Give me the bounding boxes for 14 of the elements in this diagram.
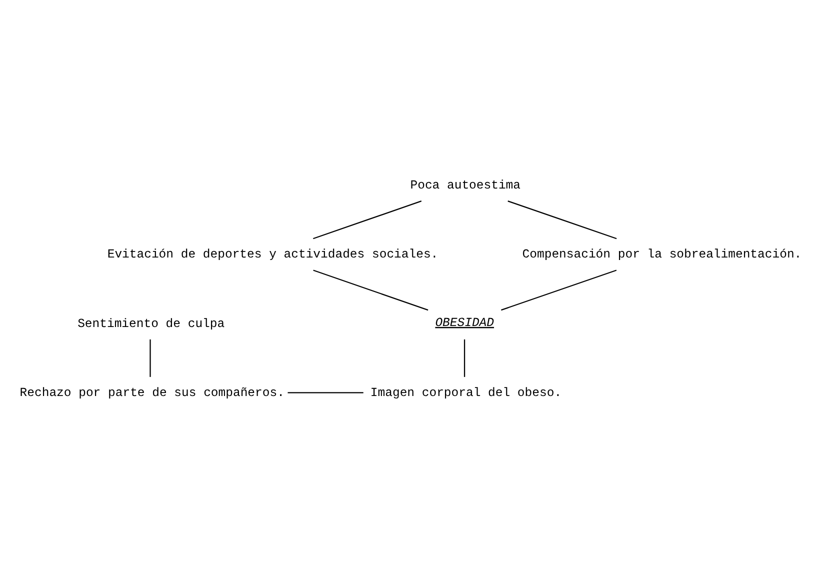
- connector: [313, 200, 422, 240]
- connector: [464, 339, 466, 377]
- node-text: Imagen corporal del obeso.: [370, 386, 562, 400]
- connector: [150, 339, 151, 377]
- node-text: OBESIDAD: [435, 316, 494, 330]
- node-text: Compensación por la sobrealimentación.: [522, 248, 802, 262]
- node-text: Evitación de deportes y actividades sociales.: [107, 248, 438, 262]
- connector: [500, 270, 617, 311]
- node-text: Poca autoestima: [410, 178, 521, 192]
- node-text: Sentimiento de culpa: [78, 316, 225, 331]
- connector: [288, 392, 364, 394]
- connector: [508, 200, 617, 240]
- connector: [313, 270, 428, 311]
- node-text: Rechazo por parte de sus compañeros.: [20, 386, 284, 400]
